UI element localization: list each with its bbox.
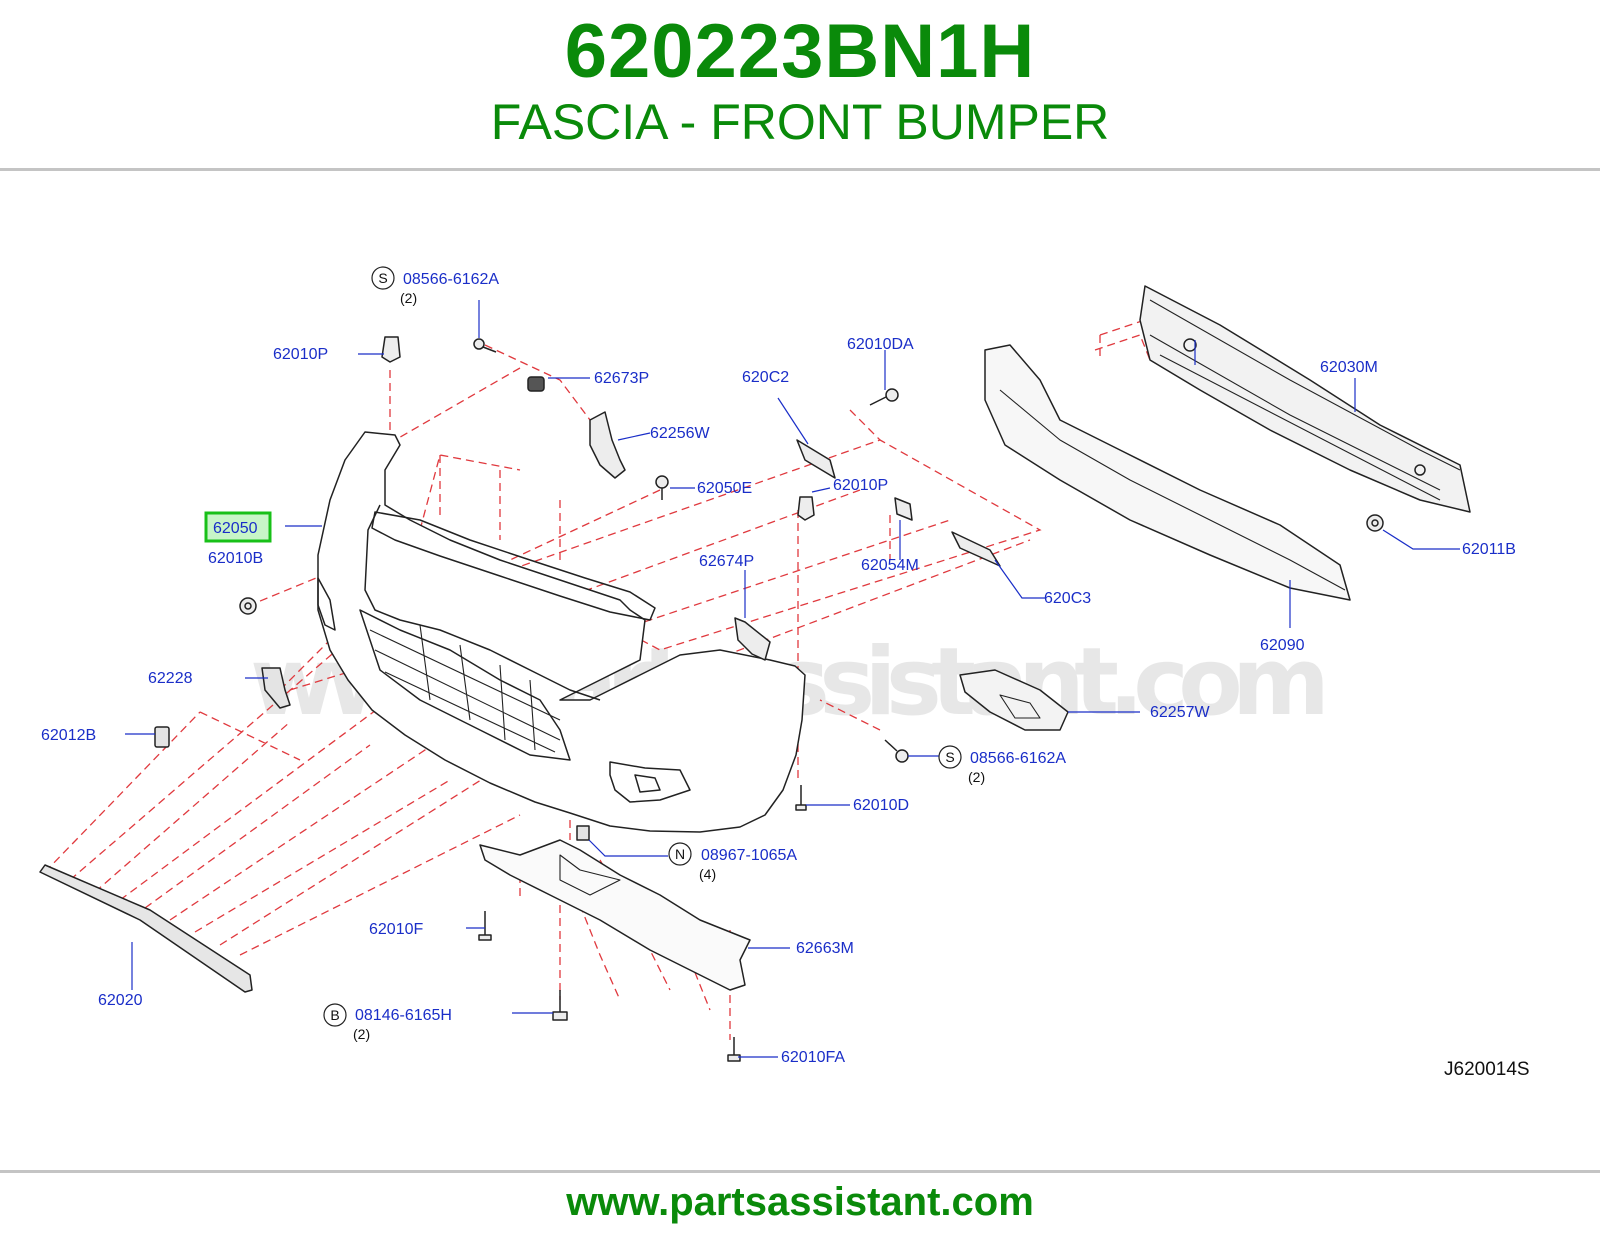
label-62020[interactable]: 62020 bbox=[98, 992, 143, 1009]
screw-08566-top-part[interactable] bbox=[473, 338, 497, 353]
label-62010F[interactable]: 62010F bbox=[369, 921, 423, 938]
clip-62050E-part[interactable] bbox=[655, 475, 669, 500]
energy-absorber-part[interactable] bbox=[984, 344, 1351, 601]
label-08146-6165H[interactable]: 08146-6165H bbox=[355, 1007, 452, 1024]
bracket-620C3-part[interactable] bbox=[951, 531, 1001, 567]
label-62228[interactable]: 62228 bbox=[148, 670, 193, 687]
svg-text:N: N bbox=[675, 846, 685, 862]
label-62663M[interactable]: 62663M bbox=[796, 940, 854, 957]
bolt-08146-part[interactable] bbox=[552, 990, 568, 1021]
svg-text:S: S bbox=[378, 270, 387, 286]
nut-08967-part[interactable] bbox=[576, 825, 590, 841]
qty-08146: (2) bbox=[353, 1026, 370, 1042]
parts-diagram: www.partsassistant.com bbox=[39, 266, 1530, 1080]
label-08967-1065A[interactable]: 08967-1065A bbox=[701, 847, 797, 864]
nut-62011B-part[interactable] bbox=[1366, 514, 1384, 532]
under-cover-part[interactable] bbox=[479, 839, 751, 991]
bracket-62674P-part[interactable] bbox=[734, 617, 771, 661]
label-62673P[interactable]: 62673P bbox=[594, 370, 649, 387]
bumper-reinforcement-part[interactable] bbox=[1139, 285, 1471, 513]
footer-divider bbox=[0, 1170, 1600, 1173]
label-62010B[interactable]: 62010B bbox=[208, 550, 263, 567]
footer-website-link[interactable]: www.partsassistant.com bbox=[566, 1180, 1034, 1224]
qty-08566-top: (2) bbox=[400, 290, 417, 306]
label-62012B[interactable]: 62012B bbox=[41, 727, 96, 744]
bolt-62010D-part[interactable] bbox=[795, 785, 807, 811]
label-62090[interactable]: 62090 bbox=[1260, 637, 1305, 654]
svg-text:S: S bbox=[945, 749, 954, 765]
fascia-front-bumper-part[interactable] bbox=[317, 431, 806, 833]
bracket-62256W-part[interactable] bbox=[589, 411, 626, 479]
svg-text:B: B bbox=[330, 1007, 339, 1023]
screw-08566-bot-part[interactable] bbox=[884, 739, 909, 763]
bracket-620C2-part[interactable] bbox=[796, 439, 836, 479]
label-62010FA[interactable]: 62010FA bbox=[781, 1049, 845, 1066]
bracket-62228-part[interactable] bbox=[261, 667, 291, 709]
bolt-62010FA-part[interactable] bbox=[727, 1037, 741, 1062]
selected-part-highlight bbox=[204, 511, 272, 543]
label-620C3[interactable]: 620C3 bbox=[1044, 590, 1091, 607]
label-62010DA[interactable]: 62010DA bbox=[847, 336, 914, 353]
label-62011B[interactable]: 62011B bbox=[1462, 541, 1516, 558]
part-number-title: 620223BN1H bbox=[564, 9, 1036, 94]
header-divider bbox=[0, 168, 1600, 171]
bolt-62010F-part[interactable] bbox=[478, 911, 492, 941]
qty-08566-bottom: (2) bbox=[968, 769, 985, 785]
label-62030M[interactable]: 62030M bbox=[1320, 359, 1378, 376]
label-62010D[interactable]: 62010D bbox=[853, 797, 909, 814]
label-620C2[interactable]: 620C2 bbox=[742, 369, 789, 386]
callout-circles: S B N S bbox=[323, 266, 962, 1027]
label-62010P-b[interactable]: 62010P bbox=[833, 477, 888, 494]
fog-cover-62257W-part[interactable] bbox=[959, 669, 1069, 731]
clip-62010P-b-part[interactable] bbox=[797, 496, 815, 521]
bracket-62054M-part[interactable] bbox=[894, 497, 913, 521]
label-08566-6162A-bottom[interactable]: 08566-6162A bbox=[970, 750, 1066, 767]
part-description: FASCIA - FRONT BUMPER bbox=[490, 94, 1110, 150]
clip-62010P-a-part[interactable] bbox=[381, 336, 401, 363]
screw-62010DA-part[interactable] bbox=[869, 388, 899, 406]
grille-molding-part[interactable] bbox=[39, 864, 253, 993]
label-62010P-a[interactable]: 62010P bbox=[273, 346, 328, 363]
label-62050[interactable]: 62050 bbox=[213, 520, 258, 537]
part-labels: 08566-6162A (2) 62010P 62673P 62256W 620… bbox=[41, 271, 1530, 1080]
clip-62673P-part[interactable] bbox=[527, 376, 545, 392]
label-62256W[interactable]: 62256W bbox=[650, 425, 710, 442]
label-08566-6162A-top[interactable]: 08566-6162A bbox=[403, 271, 499, 288]
label-62674P[interactable]: 62674P bbox=[699, 553, 754, 570]
label-62050E[interactable]: 62050E bbox=[697, 480, 752, 497]
diagram-reference-code: J620014S bbox=[1444, 1059, 1530, 1080]
label-62257W[interactable]: 62257W bbox=[1150, 704, 1210, 721]
leader-lines bbox=[125, 300, 1460, 1058]
label-62054M[interactable]: 62054M bbox=[861, 557, 919, 574]
nut-62010B-part[interactable] bbox=[239, 597, 257, 615]
retainer-62012B-part[interactable] bbox=[154, 726, 170, 748]
qty-08967: (4) bbox=[699, 866, 716, 882]
